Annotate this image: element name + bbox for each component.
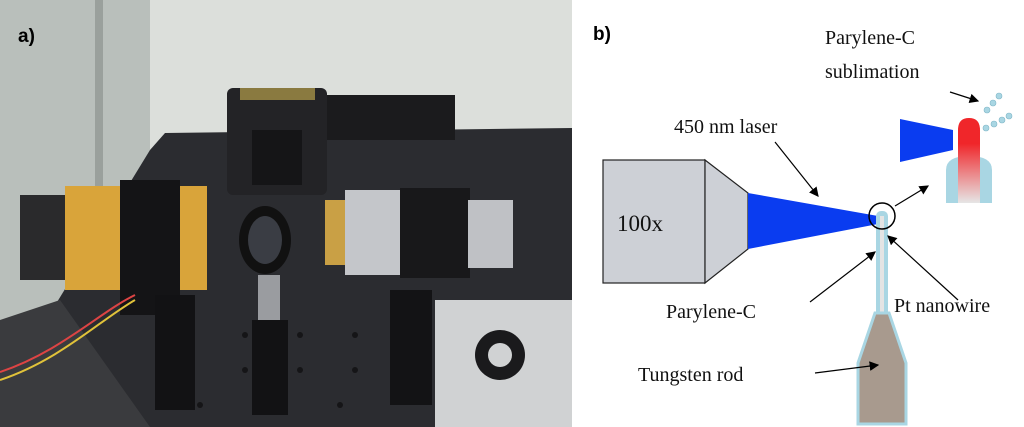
laser-label: 450 nm laser — [674, 116, 778, 138]
laser-driver — [325, 95, 455, 140]
parylene-label: Parylene-C — [666, 301, 756, 323]
objective-box — [602, 159, 706, 284]
panel-b-label: b) — [593, 24, 611, 45]
nanowire-label: Pt nanowire — [894, 295, 991, 317]
cooling-fan — [20, 195, 70, 280]
sublimation-label-line1: Parylene-C — [825, 27, 915, 49]
tungsten-label: Tungsten rod — [638, 364, 744, 386]
laser-beam — [748, 193, 878, 249]
inset-laser-beam — [900, 119, 953, 162]
objective-cone — [704, 158, 749, 285]
objective-label: 100x — [617, 211, 663, 236]
sublimation-label-line2: sublimation — [825, 61, 920, 83]
inset-heated-tip — [958, 118, 980, 203]
focus-circle — [868, 202, 896, 230]
panel-a-label: a) — [18, 26, 35, 47]
sublimation-particles — [982, 92, 1013, 132]
schematic-diagram: b) 100x 450 nm laser Parylene-C sublimat… — [572, 0, 1024, 427]
setup-photo — [0, 0, 572, 427]
pt-nanowire — [880, 216, 884, 316]
tungsten-rod — [856, 311, 908, 426]
